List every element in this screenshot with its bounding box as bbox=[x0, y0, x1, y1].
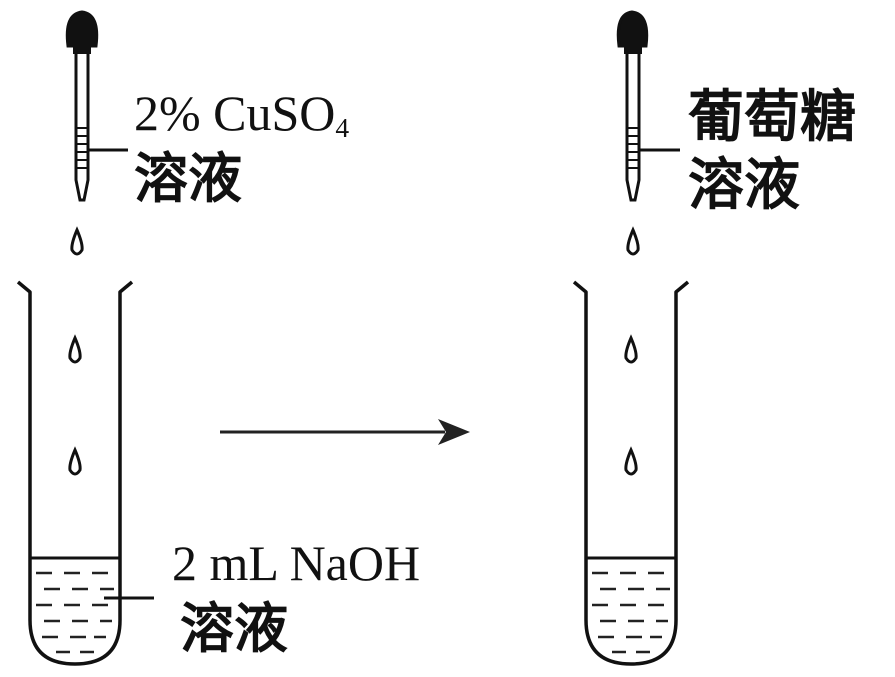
left-dropper bbox=[65, 10, 99, 202]
left-drop-in-tube-1 bbox=[68, 334, 82, 364]
right-dropper-solution-label: 溶液 bbox=[688, 153, 800, 218]
left-dropper-solution-label: 溶液 bbox=[134, 147, 242, 210]
left-test-tube bbox=[16, 280, 134, 666]
right-drop-in-tube-2 bbox=[624, 446, 638, 476]
left-dropper-reagent-label: 2% CuSO4 bbox=[134, 88, 349, 141]
right-liquid-dashes bbox=[592, 571, 670, 654]
left-tube-solution-label: 溶液 bbox=[180, 597, 288, 660]
left-drop-in-tube-2 bbox=[68, 446, 82, 476]
right-dropper-reagent-label: 葡萄糖 bbox=[688, 85, 856, 150]
left-dropper-reagent-subscript: 4 bbox=[335, 111, 350, 143]
right-test-tube bbox=[572, 280, 690, 666]
process-arrow bbox=[220, 419, 470, 445]
left-drop-falling bbox=[70, 226, 84, 256]
right-drop-in-tube-1 bbox=[624, 334, 638, 364]
left-liquid-dashes bbox=[36, 571, 114, 654]
left-tube-reagent-label: 2 mL NaOH bbox=[172, 535, 421, 591]
right-dropper bbox=[616, 10, 649, 202]
left-dropper-reagent-main: 2% CuSO bbox=[134, 85, 336, 141]
right-drop-falling bbox=[626, 226, 640, 256]
